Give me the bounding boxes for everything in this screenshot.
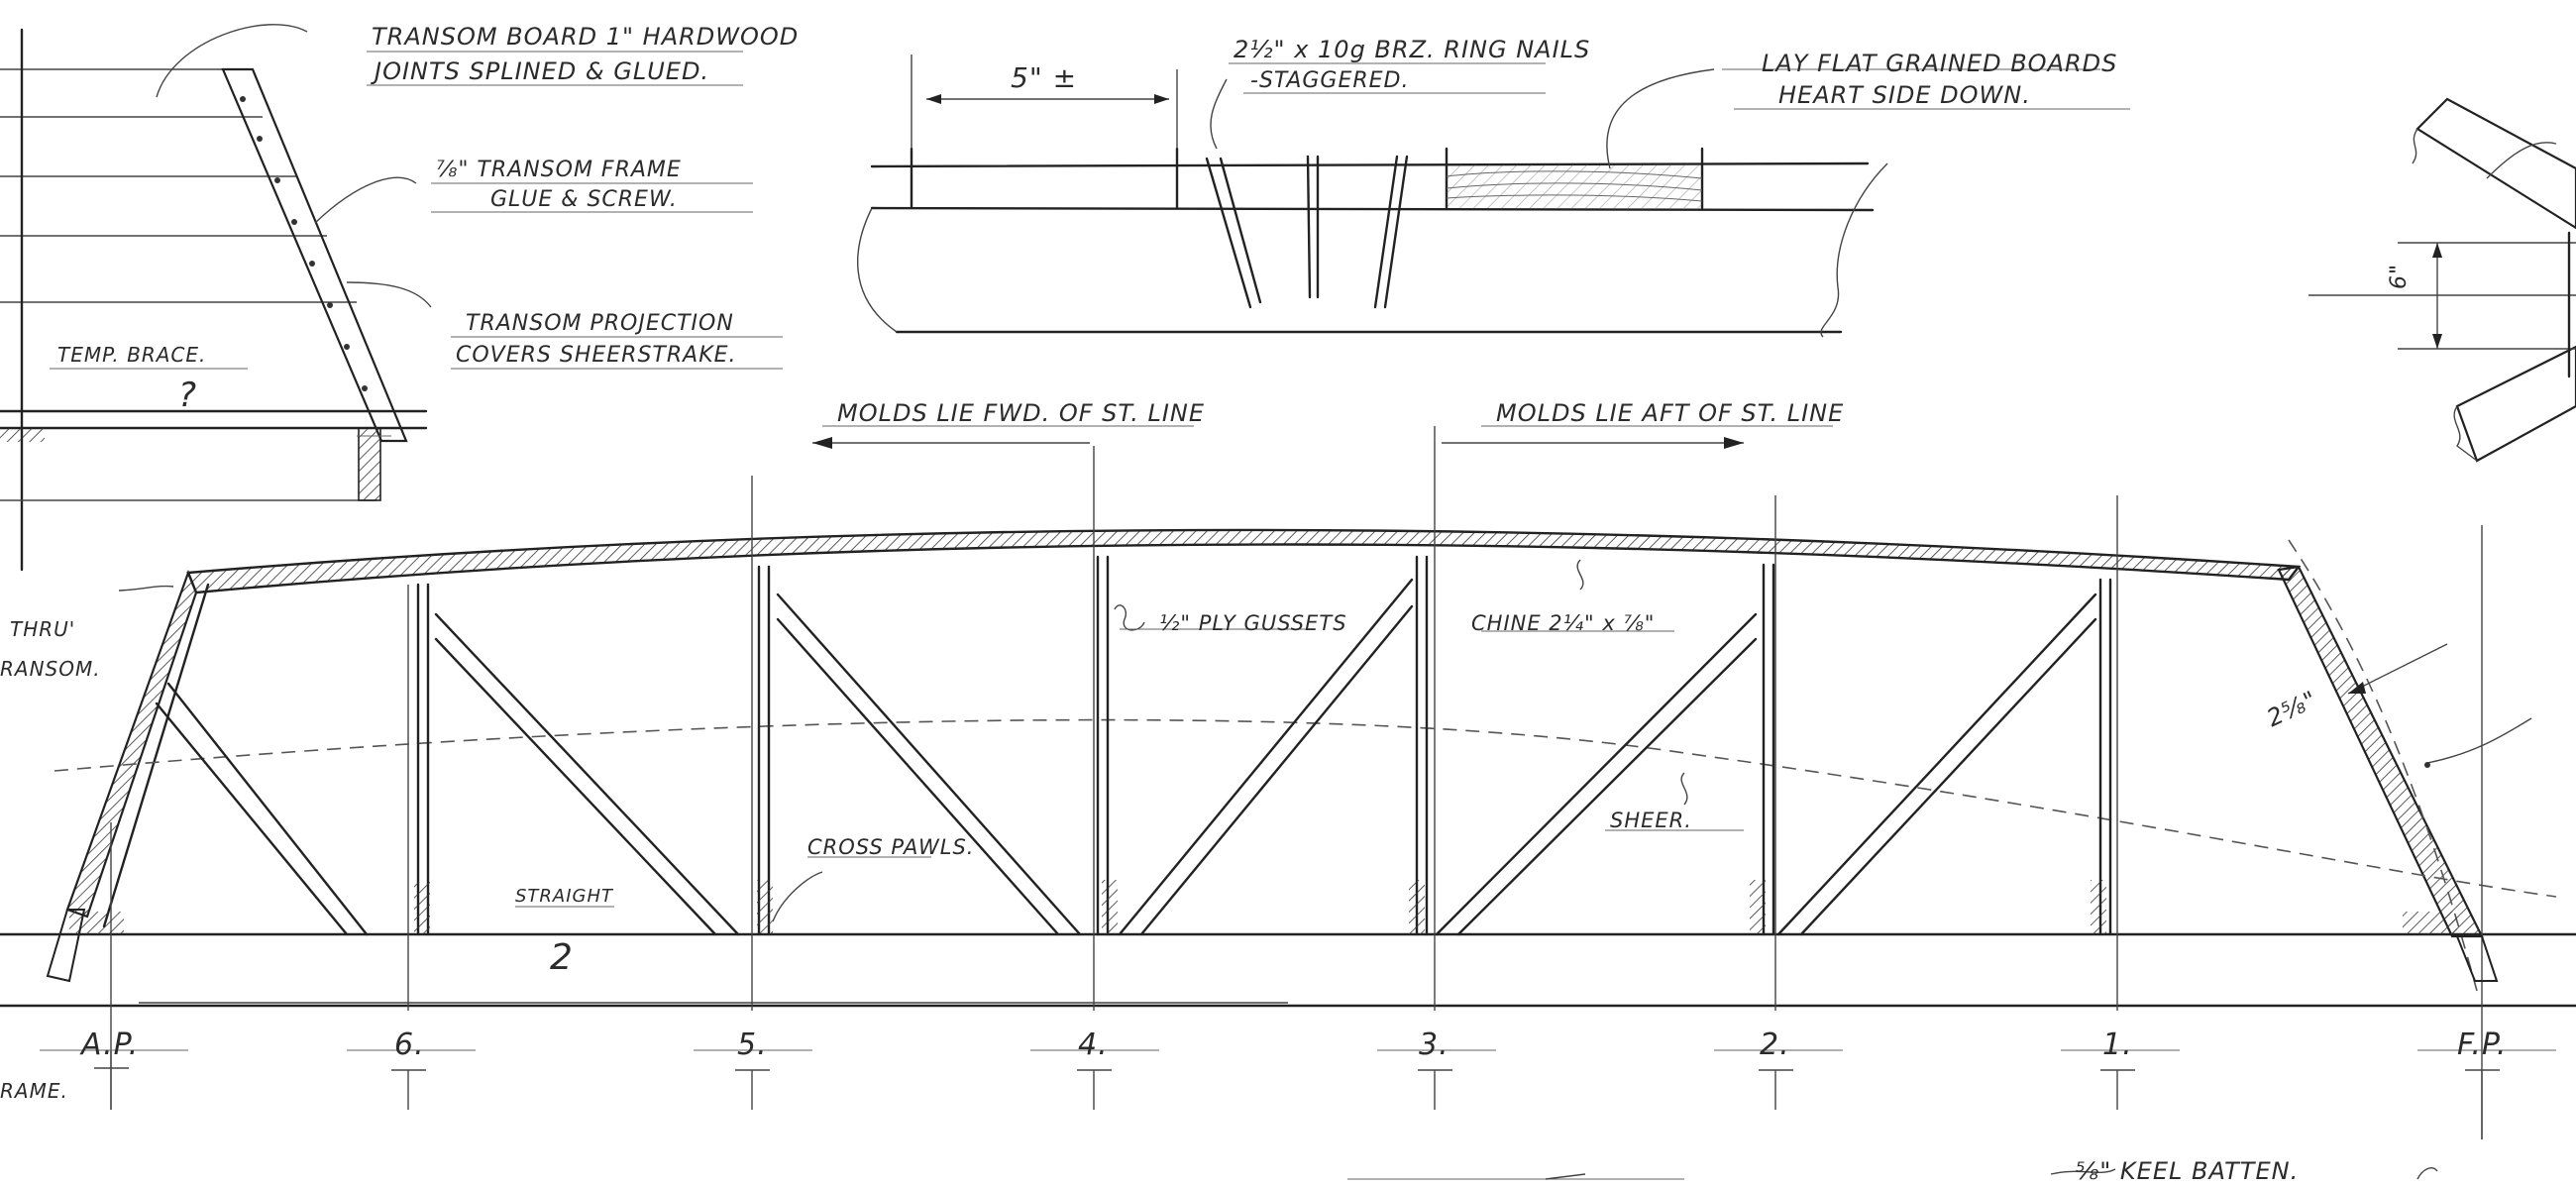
sheer-note: SHEER. [1610, 809, 1692, 832]
temp-brace-note: TEMP. BRACE. [57, 343, 206, 367]
thru-note-line1: THRU' [10, 617, 75, 641]
transom-board-note-line2: JOINTS SPLINED & GLUED. [371, 57, 709, 85]
molds-aft-note: MOLDS LIE AFT OF ST. LINE [1496, 399, 1844, 427]
transom-projection-note-line2: COVERS SHEERSTRAKE. [456, 343, 737, 368]
frame-partial-note: RAME. [0, 1079, 68, 1103]
lay-flat-note-line1: LAY FLAT GRAINED BOARDS [1762, 50, 2117, 77]
transom-board-note-line1: TRANSOM BOARD 1" HARDWOOD [372, 23, 799, 51]
station-2: 2. [1760, 1027, 1790, 1062]
nailing-detail [857, 54, 2100, 338]
temp-brace-leader: ? [178, 376, 197, 415]
thru-note-line2: RANSOM. [0, 657, 101, 681]
station-fp: F.P. [2457, 1027, 2507, 1062]
station-5: 5. [737, 1027, 768, 1062]
station-ap: A.P. [79, 1027, 139, 1062]
straight-leader: 2 [550, 937, 574, 978]
mold-profile [0, 426, 2576, 1180]
lay-flat-note-line2: HEART SIDE DOWN. [1778, 81, 2031, 109]
transom-frame-note-line2: GLUE & SCREW. [490, 187, 678, 212]
station-3: 3. [1419, 1027, 1449, 1062]
ring-nails-note-line1: 2½" x 10g BRZ. RING NAILS [1234, 36, 1590, 63]
molds-fwd-note: MOLDS LIE FWD. OF ST. LINE [837, 399, 1205, 427]
ring-nails-note-line2: -STAGGERED. [1250, 68, 1410, 93]
dimension-2-5-8: 2⅝" [2263, 686, 2321, 733]
station-1: 1. [2102, 1027, 2133, 1062]
cross-pawls-note: CROSS PAWLS. [807, 835, 974, 859]
dimension-5-inch: 5" ± [1011, 61, 1077, 94]
corner-frame-detail [2308, 97, 2576, 463]
transom-projection-note-line1: TRANSOM PROJECTION [466, 311, 734, 336]
keel-batten-note: ⅝" KEEL BATTEN. [2076, 1157, 2299, 1185]
chine-note: CHINE 2¼" x ⅞" [1471, 611, 1655, 635]
ply-gussets-note: ½" PLY GUSSETS [1159, 611, 1347, 635]
transom-frame-note-line1: ⅞" TRANSOM FRAME [436, 158, 682, 182]
station-6: 6. [394, 1027, 425, 1062]
straight-note: STRAIGHT [515, 886, 614, 907]
dimension-6-inch: 6" [2387, 264, 2412, 289]
station-4: 4. [1078, 1027, 1109, 1062]
transom-detail [0, 24, 432, 572]
